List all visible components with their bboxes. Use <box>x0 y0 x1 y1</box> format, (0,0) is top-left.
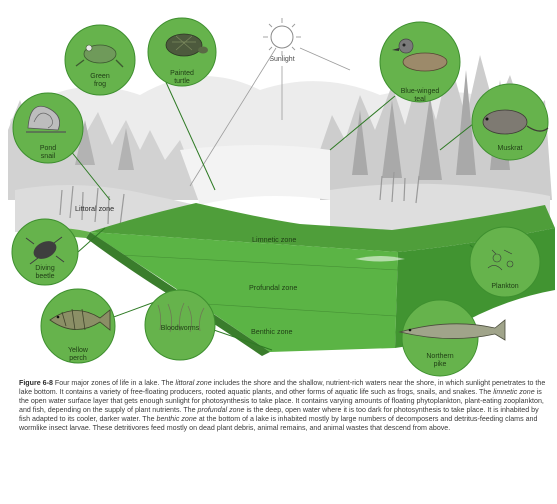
benthic-zone-label: Benthic zone <box>251 327 293 336</box>
bloodworms-circle <box>144 289 216 361</box>
lake-surface <box>90 203 555 252</box>
plankton-label: Plankton <box>491 283 518 290</box>
caption-text-4: is the deep, open water where it is too … <box>19 405 539 423</box>
bloodworm-icon <box>157 302 205 333</box>
caption-text-1: Four major zones of life in a lake. The <box>52 379 176 387</box>
pond-snail-label: snail <box>41 153 56 160</box>
muskrat-icon <box>482 109 549 135</box>
plankton-circle <box>469 226 541 298</box>
duck-icon <box>392 38 448 72</box>
animal-sketches <box>25 33 549 341</box>
painted-turtle-label: turtle <box>174 78 190 85</box>
profundal-zone-label: Profundal zone <box>249 283 297 292</box>
caption-text-5: at the bottom of a lake is inhabited mos… <box>19 414 538 432</box>
littoral-zone-label: Littoral zone <box>75 204 114 213</box>
diving-beetle-label: beetle <box>35 273 54 280</box>
caption-term-littoral: littoral zone <box>175 379 212 387</box>
caption-text-3: is the open water surface layer that get… <box>19 387 544 414</box>
caption-term-benthic: benthic zone <box>156 414 197 423</box>
green-frog-label: Green <box>90 73 110 80</box>
plankton-callout <box>469 226 541 298</box>
yellow-perch-label: perch <box>69 355 87 362</box>
limnetic-zone-label: Limnetic zone <box>252 235 296 244</box>
plankton-icon <box>487 249 514 271</box>
green-frog-label: frog <box>94 81 106 88</box>
snail-icon <box>26 105 66 133</box>
yellow-perch-label: Yellow <box>68 347 89 354</box>
perch-icon <box>49 308 111 331</box>
organism-callouts <box>11 17 549 377</box>
sunlight-label: Sunlight <box>269 56 294 63</box>
pike-icon <box>398 319 506 341</box>
sunlight-rays <box>189 47 351 187</box>
sun-icon <box>263 18 301 56</box>
northern-pike-label: pike <box>434 361 447 368</box>
blue-winged-teal-label: teal <box>414 96 426 103</box>
frog-icon <box>75 44 124 68</box>
lake-front-face <box>90 232 398 352</box>
pond-snail-label: Pond <box>40 145 56 152</box>
beetle-icon <box>25 236 65 265</box>
turtle-icon <box>165 33 208 57</box>
caption-text-2: includes the shore and the shallow, nutr… <box>19 379 546 396</box>
muskrat-label: Muskrat <box>498 145 523 152</box>
caption-term-profundal: profundal zone <box>197 405 245 414</box>
painted-turtle-label: Painted <box>170 70 194 77</box>
figure-caption: Figure 6-8 Four major zones of life in a… <box>19 379 549 433</box>
bloodworms-callout <box>144 289 216 361</box>
diving-beetle-label: Diving <box>35 265 55 272</box>
northern-pike-label: Northern <box>426 353 453 360</box>
figure-label: Figure 6-8 <box>19 379 53 387</box>
caption-term-limnetic: limnetic zone <box>493 387 535 396</box>
blue-winged-teal-label: Blue-winged <box>401 88 440 95</box>
bloodworms-label: Bloodworms <box>161 325 200 332</box>
